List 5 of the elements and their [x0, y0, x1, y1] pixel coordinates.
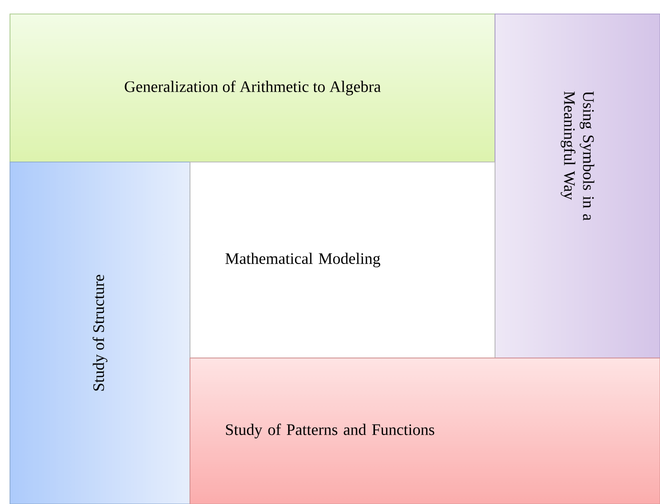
text-box: Generalization of Arithmetic to Algebra [10, 14, 496, 162]
text-box: Study of Structure [10, 162, 190, 504]
text-box: Using Symbols in a Meaningful Way [494, 14, 660, 358]
text-box: Study of Patterns and Functions [190, 358, 660, 504]
text-box: Mathematical Modeling [190, 162, 496, 358]
